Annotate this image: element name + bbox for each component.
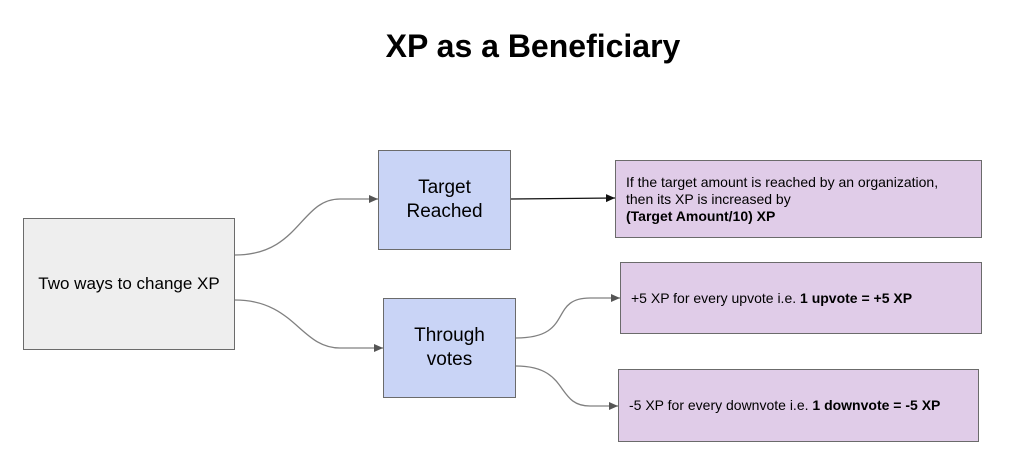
downvote-detail-node: -5 XP for every downvote i.e. 1 downvote… [618, 369, 979, 442]
connector-root-to-target [234, 195, 378, 256]
upvote-detail-rule: 1 upvote = +5 XP [800, 289, 913, 306]
downvote-detail-text-wrap: -5 XP for every downvote i.e. 1 downvote… [629, 397, 940, 414]
diagram-title: XP as a Beneficiary [385, 28, 681, 64]
connector-votes-to-upvote [515, 294, 620, 339]
connector-target-to-detail [510, 194, 616, 203]
target-detail-formula-text: (Target Amount/10) XP [626, 207, 776, 224]
connector-votes-to-downvote [515, 365, 618, 410]
through-votes-node: Through votes [383, 298, 516, 398]
connector-root-to-votes [234, 299, 383, 352]
root-node-label: Two ways to change XP [38, 274, 220, 293]
target-reached-label-line2: Reached [406, 201, 483, 222]
downvote-detail-text: -5 XP for every downvote i.e. [629, 397, 813, 413]
target-detail-line2: then its XP is increased by [626, 190, 791, 207]
target-reached-node: Target Reached [378, 150, 511, 250]
downvote-detail-rule: 1 downvote = -5 XP [812, 397, 941, 413]
target-detail-node: If the target amount is reached by an or… [615, 160, 982, 238]
upvote-detail-text-wrap: +5 XP for every upvote i.e. 1 upvote = +… [631, 290, 912, 307]
through-votes-label-line2: votes [426, 349, 473, 370]
upvote-detail-text: +5 XP for every upvote i.e. [631, 289, 801, 306]
target-detail-line1: If the target amount is reached by an or… [626, 173, 939, 190]
root-node: Two ways to change XP [23, 218, 235, 350]
upvote-detail-node: +5 XP for every upvote i.e. 1 upvote = +… [620, 262, 982, 334]
target-detail-formula: (Target Amount/10) XP [626, 208, 938, 225]
through-votes-label-line1: Through [414, 325, 485, 346]
target-reached-label-line1: Target [418, 177, 471, 198]
